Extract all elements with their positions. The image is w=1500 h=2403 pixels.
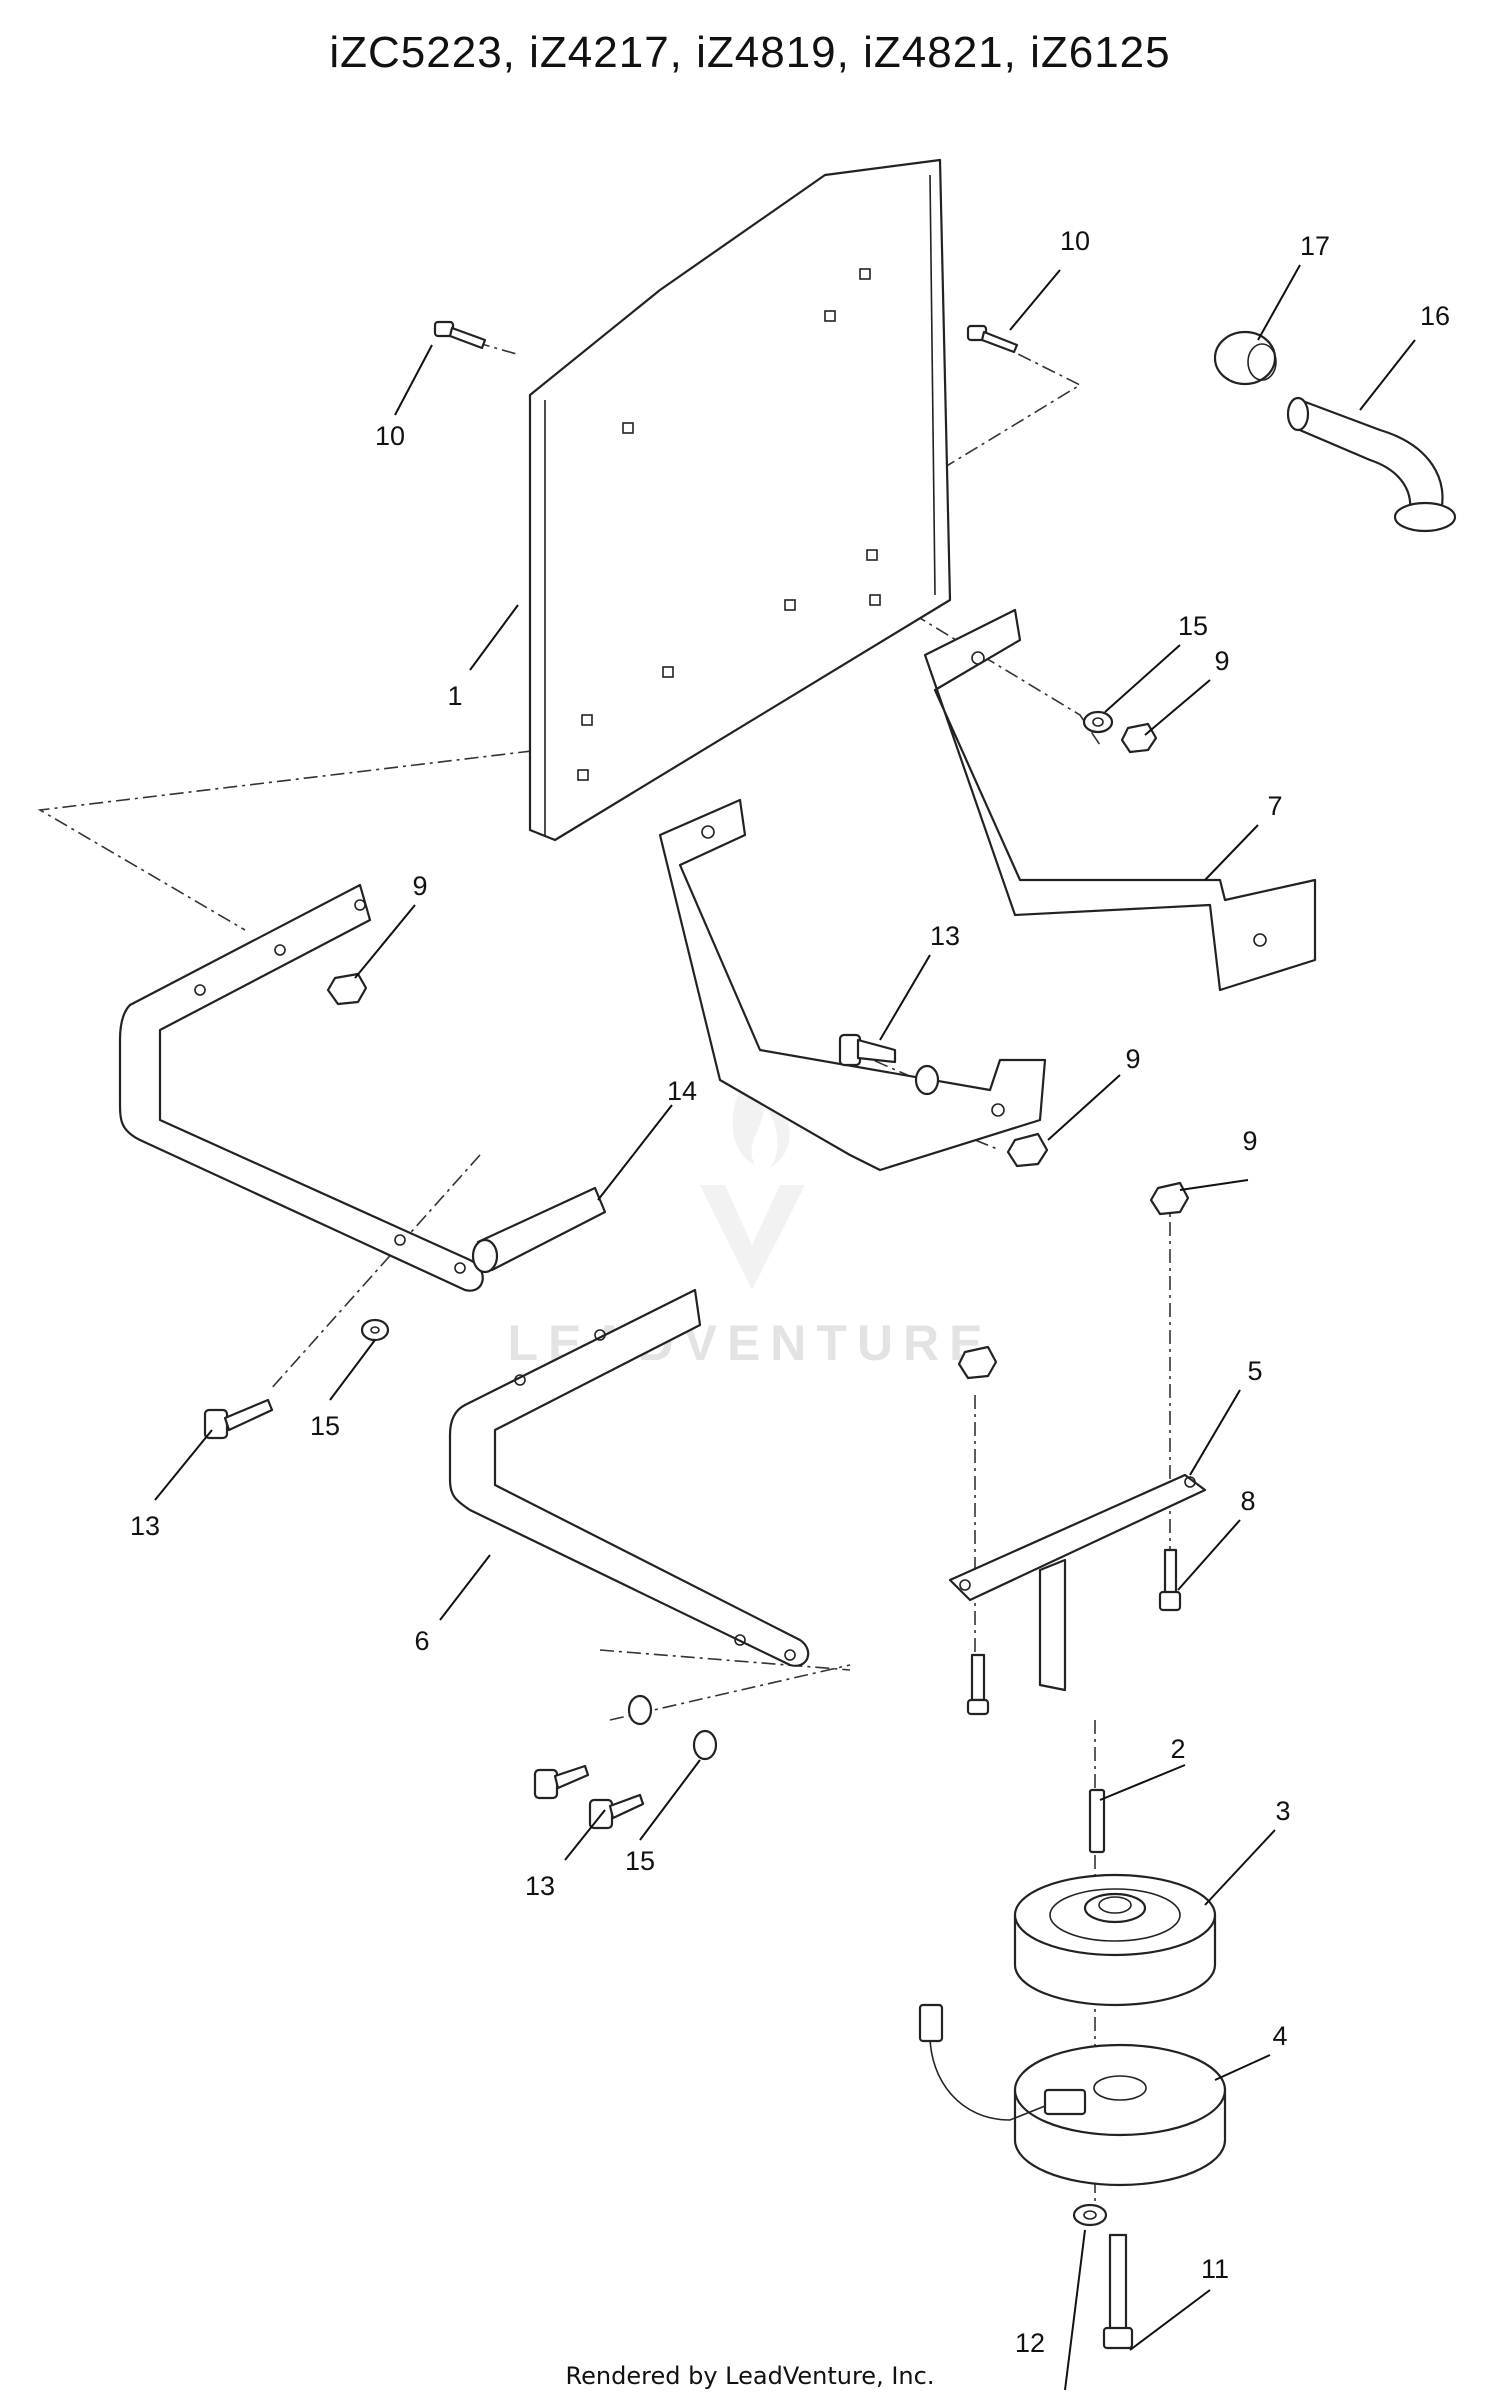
part-6-u-bar (448, 1288, 810, 1667)
part-13-bolt-middle (838, 1033, 940, 1096)
part-10-bolt-right (966, 324, 1019, 354)
part-9-nut-left (326, 972, 368, 1006)
part-8-bolt (1158, 1548, 1182, 1612)
part-5-bracket (948, 1473, 1207, 1692)
diagram-title: iZC5223, iZ4217, iZ4819, iZ4821, iZ6125 (329, 28, 1171, 77)
part-1-mounting-plate (528, 158, 952, 842)
part-9-nut-upper (1120, 722, 1158, 754)
callout-6: 6 (414, 1626, 429, 1656)
part-15-washer-upper (1082, 710, 1114, 734)
part-16-fitting (1286, 396, 1457, 533)
part-4-clutch (918, 2003, 1227, 2187)
callout-15-lower: 15 (625, 1846, 655, 1876)
part-7-bracket (923, 608, 1317, 992)
callout-3: 3 (1275, 1796, 1290, 1826)
callout-9-left: 9 (412, 871, 427, 901)
part-9-nut-lower-right (1149, 1181, 1190, 1216)
callout-10-right: 10 (1060, 226, 1090, 256)
part-14-spacer (471, 1186, 607, 1274)
callout-7: 7 (1267, 791, 1282, 821)
callout-13-left: 13 (130, 1511, 160, 1541)
callout-5: 5 (1247, 1356, 1262, 1386)
part-13-bolt-left (203, 1398, 274, 1440)
part-15-washer-lower-a (627, 1694, 653, 1726)
callout-12: 12 (1015, 2328, 1045, 2358)
part-8-bolt-lower (966, 1653, 990, 1716)
part-10-bolt-left (433, 320, 487, 350)
callout-2: 2 (1170, 1734, 1185, 1764)
part-3-pulley (1013, 1873, 1217, 2007)
callout-13-middle: 13 (930, 921, 960, 951)
part-2-key (1088, 1788, 1106, 1854)
callout-11: 11 (1201, 2254, 1229, 2284)
callout-1: 1 (447, 681, 462, 711)
callout-8: 8 (1240, 1486, 1255, 1516)
part-9-nut-lower-left (957, 1345, 998, 1380)
callout-labels: 1 10 10 17 16 15 9 7 9 13 9 14 9 5 8 15 … (130, 226, 1450, 2358)
part-13-bolt-lower-a (533, 1764, 590, 1800)
part-11-bolt (1102, 2233, 1134, 2350)
callout-15-left: 15 (310, 1411, 340, 1441)
leader-lines (154, 264, 1416, 2391)
part-13-bolt-lower-b (588, 1793, 645, 1830)
callout-15-upper: 15 (1178, 611, 1208, 641)
callout-9-right: 9 (1242, 1126, 1257, 1156)
callout-17: 17 (1300, 231, 1330, 261)
callout-14: 14 (667, 1076, 697, 1106)
callout-10-left: 10 (375, 421, 405, 451)
part-17-nut (1213, 330, 1277, 386)
callout-9-middle: 9 (1125, 1044, 1140, 1074)
part-12-lockwasher (1072, 2203, 1108, 2227)
callout-13-lower: 13 (525, 1871, 555, 1901)
part-15-washer-lower-b (692, 1729, 718, 1761)
middle-bracket (658, 798, 1047, 1172)
callout-16: 16 (1420, 301, 1450, 331)
part-15-washer-left (360, 1318, 390, 1342)
callout-4: 4 (1272, 2021, 1287, 2051)
callout-9-upper: 9 (1214, 646, 1229, 676)
upper-u-bar (118, 883, 484, 1292)
footer-credit: Rendered by LeadVenture, Inc. (565, 2362, 935, 2390)
part-9-nut-middle (1006, 1132, 1049, 1168)
